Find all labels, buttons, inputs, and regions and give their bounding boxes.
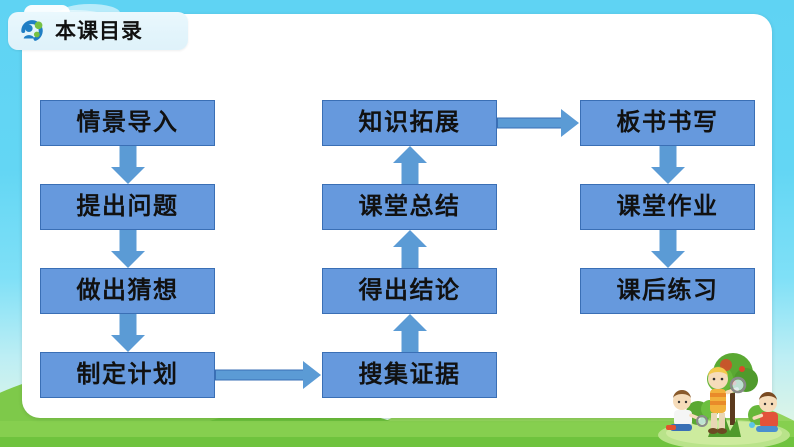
node-situation-intro[interactable]: 情景导入 — [40, 100, 215, 146]
arrow-c2-2 — [378, 230, 442, 268]
page-title-tab: 本课目录 — [8, 12, 188, 50]
node-label: 课堂作业 — [616, 193, 719, 220]
arrow-c3-2 — [636, 230, 700, 268]
arrow-bridge-2 — [497, 100, 581, 146]
node-label: 得出结论 — [358, 277, 461, 304]
node-class-summary[interactable]: 课堂总结 — [322, 184, 497, 230]
node-label: 做出猜想 — [76, 277, 179, 304]
node-label: 制定计划 — [76, 361, 179, 388]
node-knowledge-extension[interactable]: 知识拓展 — [322, 100, 497, 146]
node-label: 板书书写 — [616, 109, 719, 136]
arrow-c2-3 — [378, 146, 442, 184]
node-after-class-practice[interactable]: 课后练习 — [580, 268, 755, 314]
node-label: 课堂总结 — [358, 193, 461, 220]
node-label: 知识拓展 — [358, 109, 461, 136]
node-raise-question[interactable]: 提出问题 — [40, 184, 215, 230]
node-draw-conclusion[interactable]: 得出结论 — [322, 268, 497, 314]
arrow-c2-1 — [378, 314, 442, 352]
node-blackboard-writing[interactable]: 板书书写 — [580, 100, 755, 146]
node-label: 课后练习 — [616, 277, 719, 304]
arrow-bridge-1 — [215, 352, 323, 398]
arrow-c1-3 — [96, 314, 160, 352]
atom-person-logo-icon — [18, 17, 46, 45]
node-label: 提出问题 — [76, 193, 179, 220]
ground-band-dark — [0, 437, 794, 447]
arrow-c1-2 — [96, 230, 160, 268]
page-title: 本课目录 — [55, 19, 143, 43]
arrow-c3-1 — [636, 146, 700, 184]
arrow-c1-1 — [96, 146, 160, 184]
node-classwork[interactable]: 课堂作业 — [580, 184, 755, 230]
node-label: 情景导入 — [76, 109, 179, 136]
node-make-hypothesis[interactable]: 做出猜想 — [40, 268, 215, 314]
node-make-plan[interactable]: 制定计划 — [40, 352, 215, 398]
node-collect-evidence[interactable]: 搜集证据 — [322, 352, 497, 398]
node-label: 搜集证据 — [358, 361, 461, 388]
